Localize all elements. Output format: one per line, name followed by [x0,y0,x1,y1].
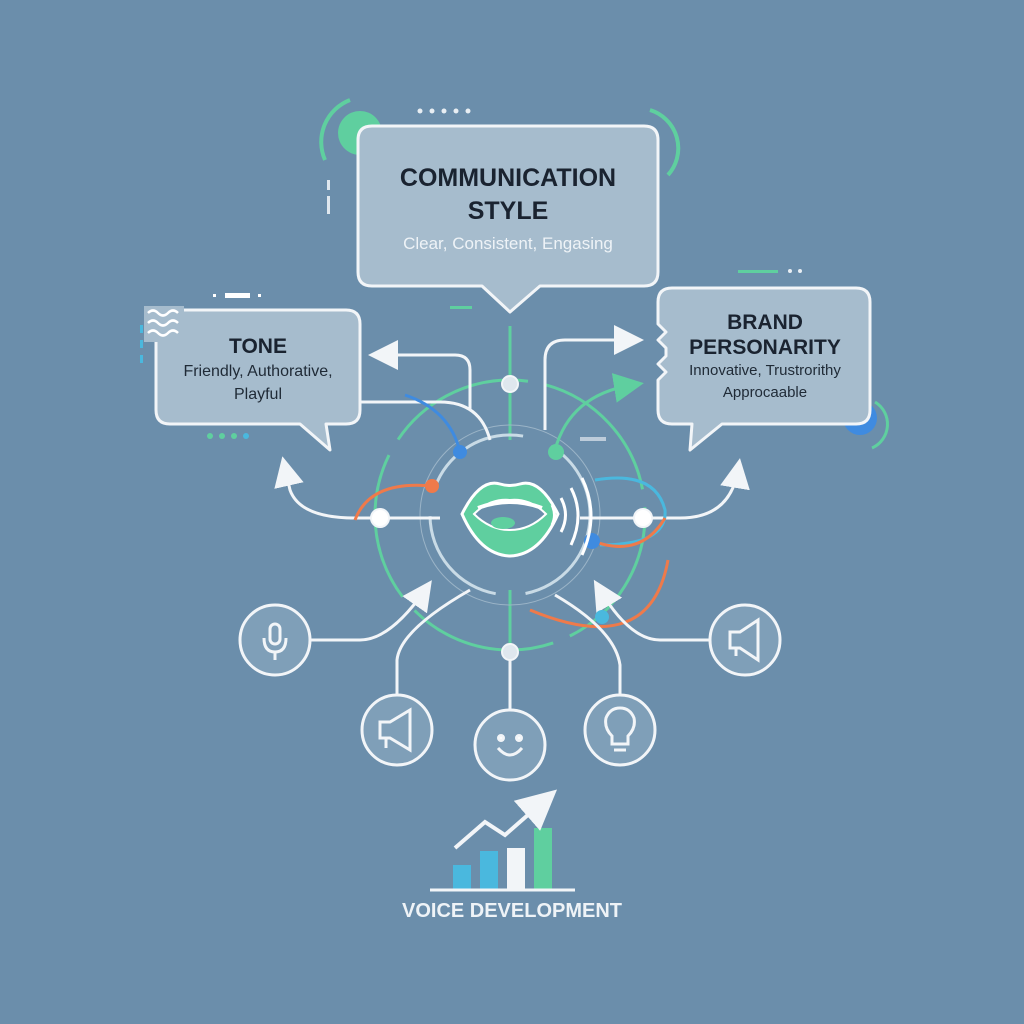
brand-personality-box: BRAND PERSONARITY Innovative, Trustrorit… [660,310,870,404]
megaphone-left-icon [360,693,434,767]
lips-icon [460,477,593,558]
speech-bubbles [154,124,872,452]
growth-chart-icon [430,789,575,892]
tone-box: TONE Friendly, Authorative, Playful [156,334,360,406]
communication-style-title-line2: STYLE [467,197,549,225]
brand-personality-line2: Approcaable [722,384,808,401]
brand-personality-title-line2: PERSONARITY [689,336,841,359]
voice-development-label: VOICE DEVELOPMENT [401,900,623,922]
wave-icon [144,306,184,342]
icon-circles [238,603,782,782]
microphone-icon [238,603,312,677]
communication-style-subtitle: Clear, Consistent, Engasing [403,234,613,253]
lightbulb-icon [583,693,657,767]
communication-style-title-line1: COMMUNICATION [399,164,617,192]
connector-nodes [370,375,653,661]
tone-line2: Playful [233,386,283,403]
megaphone-right-icon [708,603,782,677]
smile-icon [473,708,547,782]
tone-title: TONE [229,335,287,358]
communication-style-box: COMMUNICATION STYLE Clear, Consistent, E… [358,162,658,254]
brand-personality-title-line1: BRAND [727,311,803,334]
brand-personality-line1: Innovative, Trustrorithy [689,362,841,379]
tone-line1: Friendly, Authorative, [183,363,333,380]
